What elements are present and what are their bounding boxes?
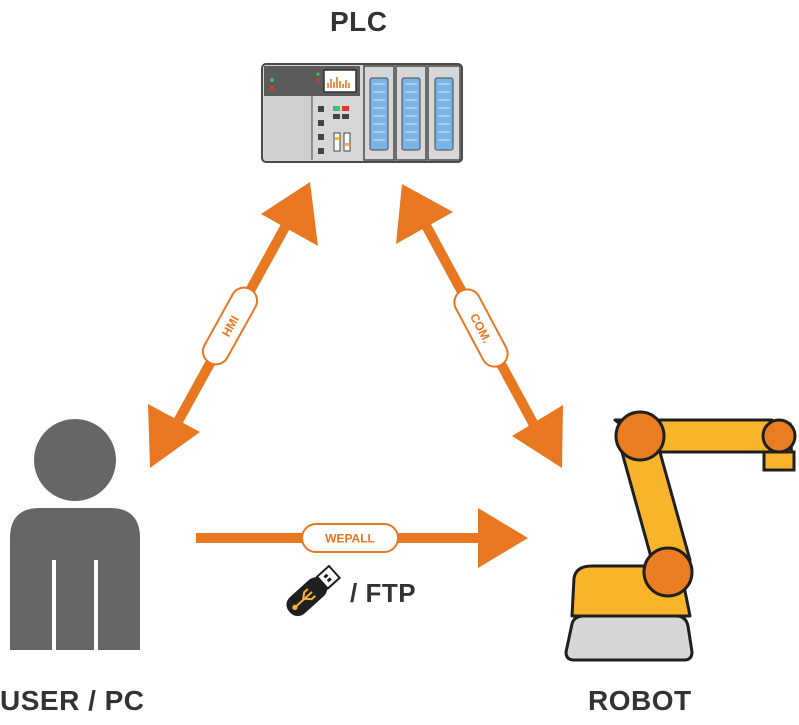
com-link: COM. bbox=[396, 184, 563, 468]
plc-label: PLC bbox=[330, 6, 388, 37]
hmi-link: HMI bbox=[148, 182, 318, 468]
wepall-link: WEPALL bbox=[196, 508, 528, 568]
user-icon bbox=[10, 419, 140, 650]
ftp-label: / FTP bbox=[350, 578, 417, 608]
plc-icon bbox=[261, 63, 463, 163]
usb-drive-icon bbox=[286, 564, 342, 617]
robot-label: ROBOT bbox=[588, 685, 692, 716]
user-pc-label: USER / PC bbox=[0, 685, 145, 716]
wepall-label: WEPALL bbox=[325, 532, 375, 546]
robot-arm-icon bbox=[564, 410, 797, 662]
